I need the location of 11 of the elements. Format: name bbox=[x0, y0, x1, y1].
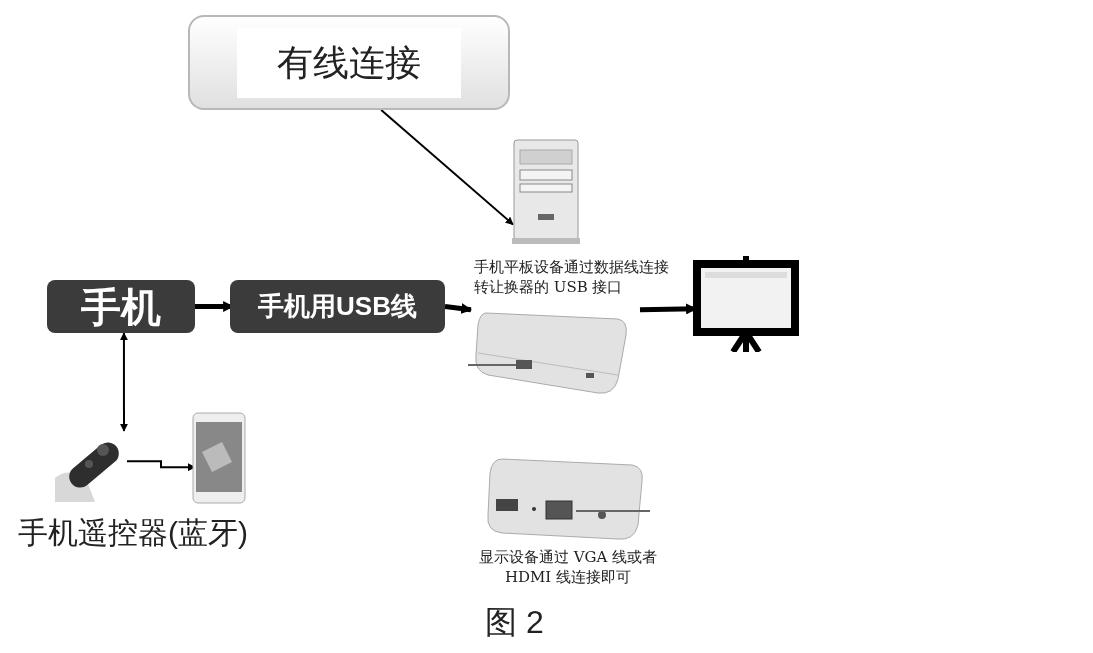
rounded-box bbox=[188, 15, 510, 110]
arrow bbox=[119, 332, 128, 432]
process-box: 手机用USB线 bbox=[230, 280, 445, 333]
figure-caption: 图 2 bbox=[485, 603, 544, 642]
caption-text: 手机遥控器(蓝牙) bbox=[18, 515, 248, 551]
note-text: 手机平板设备通过数据线连接转让换器的 USB 接口 bbox=[474, 257, 670, 297]
note-text: 显示设备通过 VGA 线或者 HDMI 线连接即可 bbox=[477, 547, 659, 587]
arrow bbox=[444, 303, 473, 314]
box-title: 有线连接 bbox=[237, 27, 461, 98]
arrow bbox=[380, 109, 514, 226]
process-box: 手机 bbox=[47, 280, 195, 333]
